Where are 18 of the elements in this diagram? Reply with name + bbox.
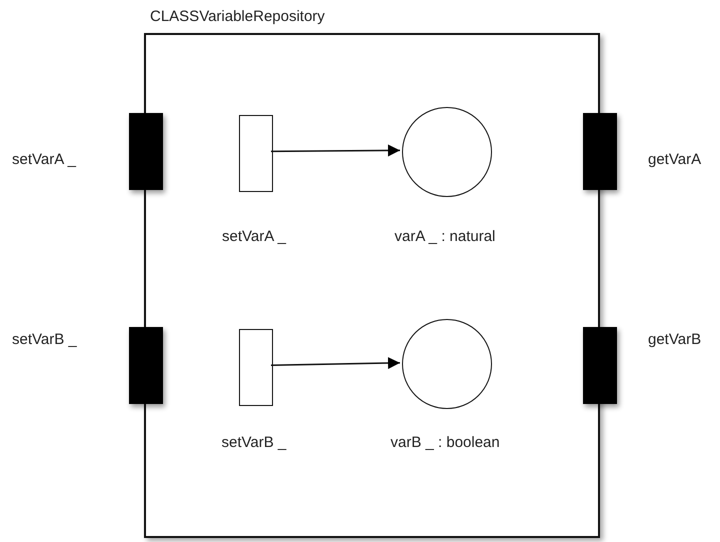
port-label: setVarA _ [12,151,76,169]
transition-box [239,329,273,406]
port-label: setVarB _ [12,331,77,349]
port-label: getVarB [648,331,702,349]
place-label: varA _ : natural [394,228,496,246]
transition-label: setVarA _ [222,228,286,246]
port-bar [129,327,163,404]
transition-label: setVarB _ [222,434,286,452]
port-bar [583,327,617,404]
class-name: CLASSVariableRepository [150,8,325,26]
arrow [270,357,400,370]
place-label: varB _ : boolean [390,434,500,452]
transition-box [239,115,273,192]
port-bar [583,113,617,190]
port-bar [129,113,163,190]
arrow [271,144,400,156]
class-frame [144,33,600,538]
port-label: getVarA [648,151,702,169]
